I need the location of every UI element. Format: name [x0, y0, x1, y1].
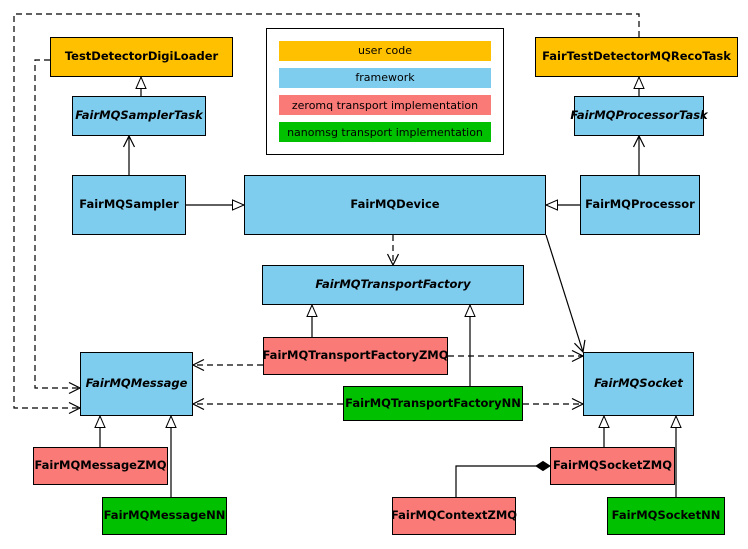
legend: user code framework zeromq transport imp… — [266, 28, 504, 155]
node-fair-test-detector-mq-reco-task[interactable]: FairTestDetectorMQRecoTask — [535, 37, 738, 77]
node-label: FairMQDevice — [350, 197, 440, 212]
node-fairmq-socket[interactable]: FairMQSocket — [583, 352, 694, 416]
legend-item-label: user code — [357, 44, 413, 58]
node-fairmq-message-zmq[interactable]: FairMQMessageZMQ — [33, 447, 168, 485]
node-label: FairMQSocketZMQ — [553, 458, 672, 473]
node-label: FairMQMessage — [85, 376, 188, 391]
legend-item-user-code: user code — [279, 40, 491, 61]
node-fairmq-sampler[interactable]: FairMQSampler — [72, 175, 186, 235]
legend-item-label: zeromq transport implementation — [291, 98, 479, 112]
edge-device-to-socket — [545, 234, 583, 352]
node-test-detector-digi-loader[interactable]: TestDetectorDigiLoader — [50, 37, 233, 77]
node-label: FairMQContextZMQ — [390, 508, 518, 523]
node-label: FairMQMessageZMQ — [34, 458, 167, 473]
node-label: FairMQTransportFactory — [315, 277, 471, 292]
node-label: FairMQSocketNN — [611, 508, 721, 523]
legend-item-zeromq: zeromq transport implementation — [279, 95, 491, 116]
node-label: FairMQSocket — [594, 376, 683, 391]
node-label: FairMQProcessor — [585, 197, 695, 212]
node-fairmq-transport-factory[interactable]: FairMQTransportFactory — [262, 265, 524, 305]
node-fairmq-socket-zmq[interactable]: FairMQSocketZMQ — [550, 447, 675, 485]
node-fairmq-processor-task[interactable]: FairMQProcessorTask — [570, 96, 708, 136]
node-fairmq-transport-factory-nn[interactable]: FairMQTransportFactoryNN — [343, 386, 523, 421]
legend-item-framework: framework — [279, 67, 491, 88]
node-label: TestDetectorDigiLoader — [64, 49, 219, 64]
node-fairmq-processor[interactable]: FairMQProcessor — [580, 175, 700, 235]
node-fairmq-context-zmq[interactable]: FairMQContextZMQ — [390, 497, 518, 535]
edge-contextzmq-to-socketzmq — [455, 460, 551, 497]
node-label: FairMQTransportFactoryZMQ — [262, 348, 449, 363]
node-label: FairMQSamplerTask — [75, 108, 203, 123]
node-fairmq-message[interactable]: FairMQMessage — [80, 352, 193, 416]
edge-recotask-to-message — [13, 13, 640, 408]
node-label: FairMQMessageNN — [103, 508, 226, 523]
node-fairmq-socket-nn[interactable]: FairMQSocketNN — [607, 497, 725, 535]
legend-item-label: framework — [355, 71, 415, 85]
node-label: FairMQSampler — [79, 197, 179, 212]
node-fairmq-sampler-task[interactable]: FairMQSamplerTask — [72, 96, 206, 136]
node-fairmq-message-nn[interactable]: FairMQMessageNN — [102, 497, 227, 535]
node-label: FairMQTransportFactoryNN — [345, 395, 521, 410]
node-label: FairTestDetectorMQRecoTask — [542, 49, 731, 64]
node-fairmq-transport-factory-zmq[interactable]: FairMQTransportFactoryZMQ — [262, 337, 449, 375]
edge-digiloader-to-message — [34, 59, 80, 388]
legend-item-label: nanomsg transport implementation — [287, 125, 483, 139]
node-label: FairMQProcessorTask — [570, 108, 708, 123]
legend-item-nanomsg: nanomsg transport implementation — [279, 122, 491, 143]
node-fairmq-device[interactable]: FairMQDevice — [244, 175, 546, 235]
